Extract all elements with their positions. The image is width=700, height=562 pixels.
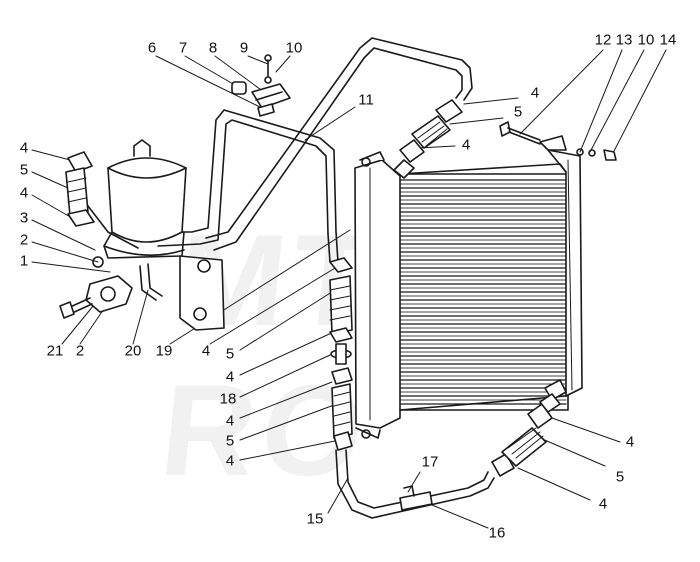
- callout-3: 3: [19, 209, 29, 227]
- leader-lines: [31, 49, 667, 529]
- oil-tank: [103, 139, 187, 259]
- callout-8: 8: [208, 39, 218, 57]
- callout-4-mid-b: 4: [225, 368, 235, 386]
- upper-hose: [399, 99, 463, 163]
- bottom-pipe: [335, 449, 495, 519]
- callout-4-mid-c: 4: [225, 412, 235, 430]
- callout-4-left-b: 4: [19, 184, 29, 202]
- callout-5-top: 5: [513, 103, 523, 121]
- callout-18: 18: [219, 390, 237, 408]
- callout-10b: 10: [637, 31, 655, 49]
- callout-12: 12: [594, 31, 612, 49]
- callout-4-mid-a: 4: [201, 342, 211, 360]
- clamp-parts: [231, 54, 291, 117]
- callout-7: 7: [178, 39, 188, 57]
- radiator: [354, 135, 583, 439]
- callout-19: 19: [155, 342, 173, 360]
- lower-right-hose: [491, 393, 561, 477]
- callout-4-right-b: 4: [598, 495, 608, 513]
- left-hose: [65, 151, 139, 249]
- callout-11: 11: [358, 91, 374, 109]
- callout-4-left-a: 4: [19, 139, 29, 157]
- callout-15: 15: [306, 510, 324, 528]
- mount-bracket: [59, 255, 225, 331]
- callout-16: 16: [488, 524, 506, 542]
- callout-1: 1: [19, 252, 29, 270]
- callout-4-mid-d: 4: [225, 452, 235, 470]
- callout-5-mid: 5: [225, 345, 235, 363]
- callout-5-left: 5: [19, 161, 29, 179]
- callout-9: 9: [239, 39, 249, 57]
- callout-20: 20: [124, 342, 142, 360]
- callout-5-mid-lower: 5: [225, 432, 235, 450]
- callout-6: 6: [147, 39, 157, 57]
- bolt-assembly: [499, 121, 617, 161]
- left-vertical-pipe: [327, 231, 353, 451]
- callout-13: 13: [615, 31, 633, 49]
- callout-10: 10: [285, 39, 303, 57]
- callout-5-right: 5: [615, 468, 625, 486]
- callout-14: 14: [659, 31, 677, 49]
- callout-21: 21: [46, 342, 64, 360]
- callout-4-right-a: 4: [625, 433, 635, 451]
- callout-4-top: 4: [530, 84, 540, 102]
- callout-2-bottom: 2: [75, 342, 85, 360]
- callout-4-top-lower: 4: [461, 136, 471, 154]
- callout-2-left: 2: [19, 231, 29, 249]
- callout-17: 17: [421, 453, 439, 471]
